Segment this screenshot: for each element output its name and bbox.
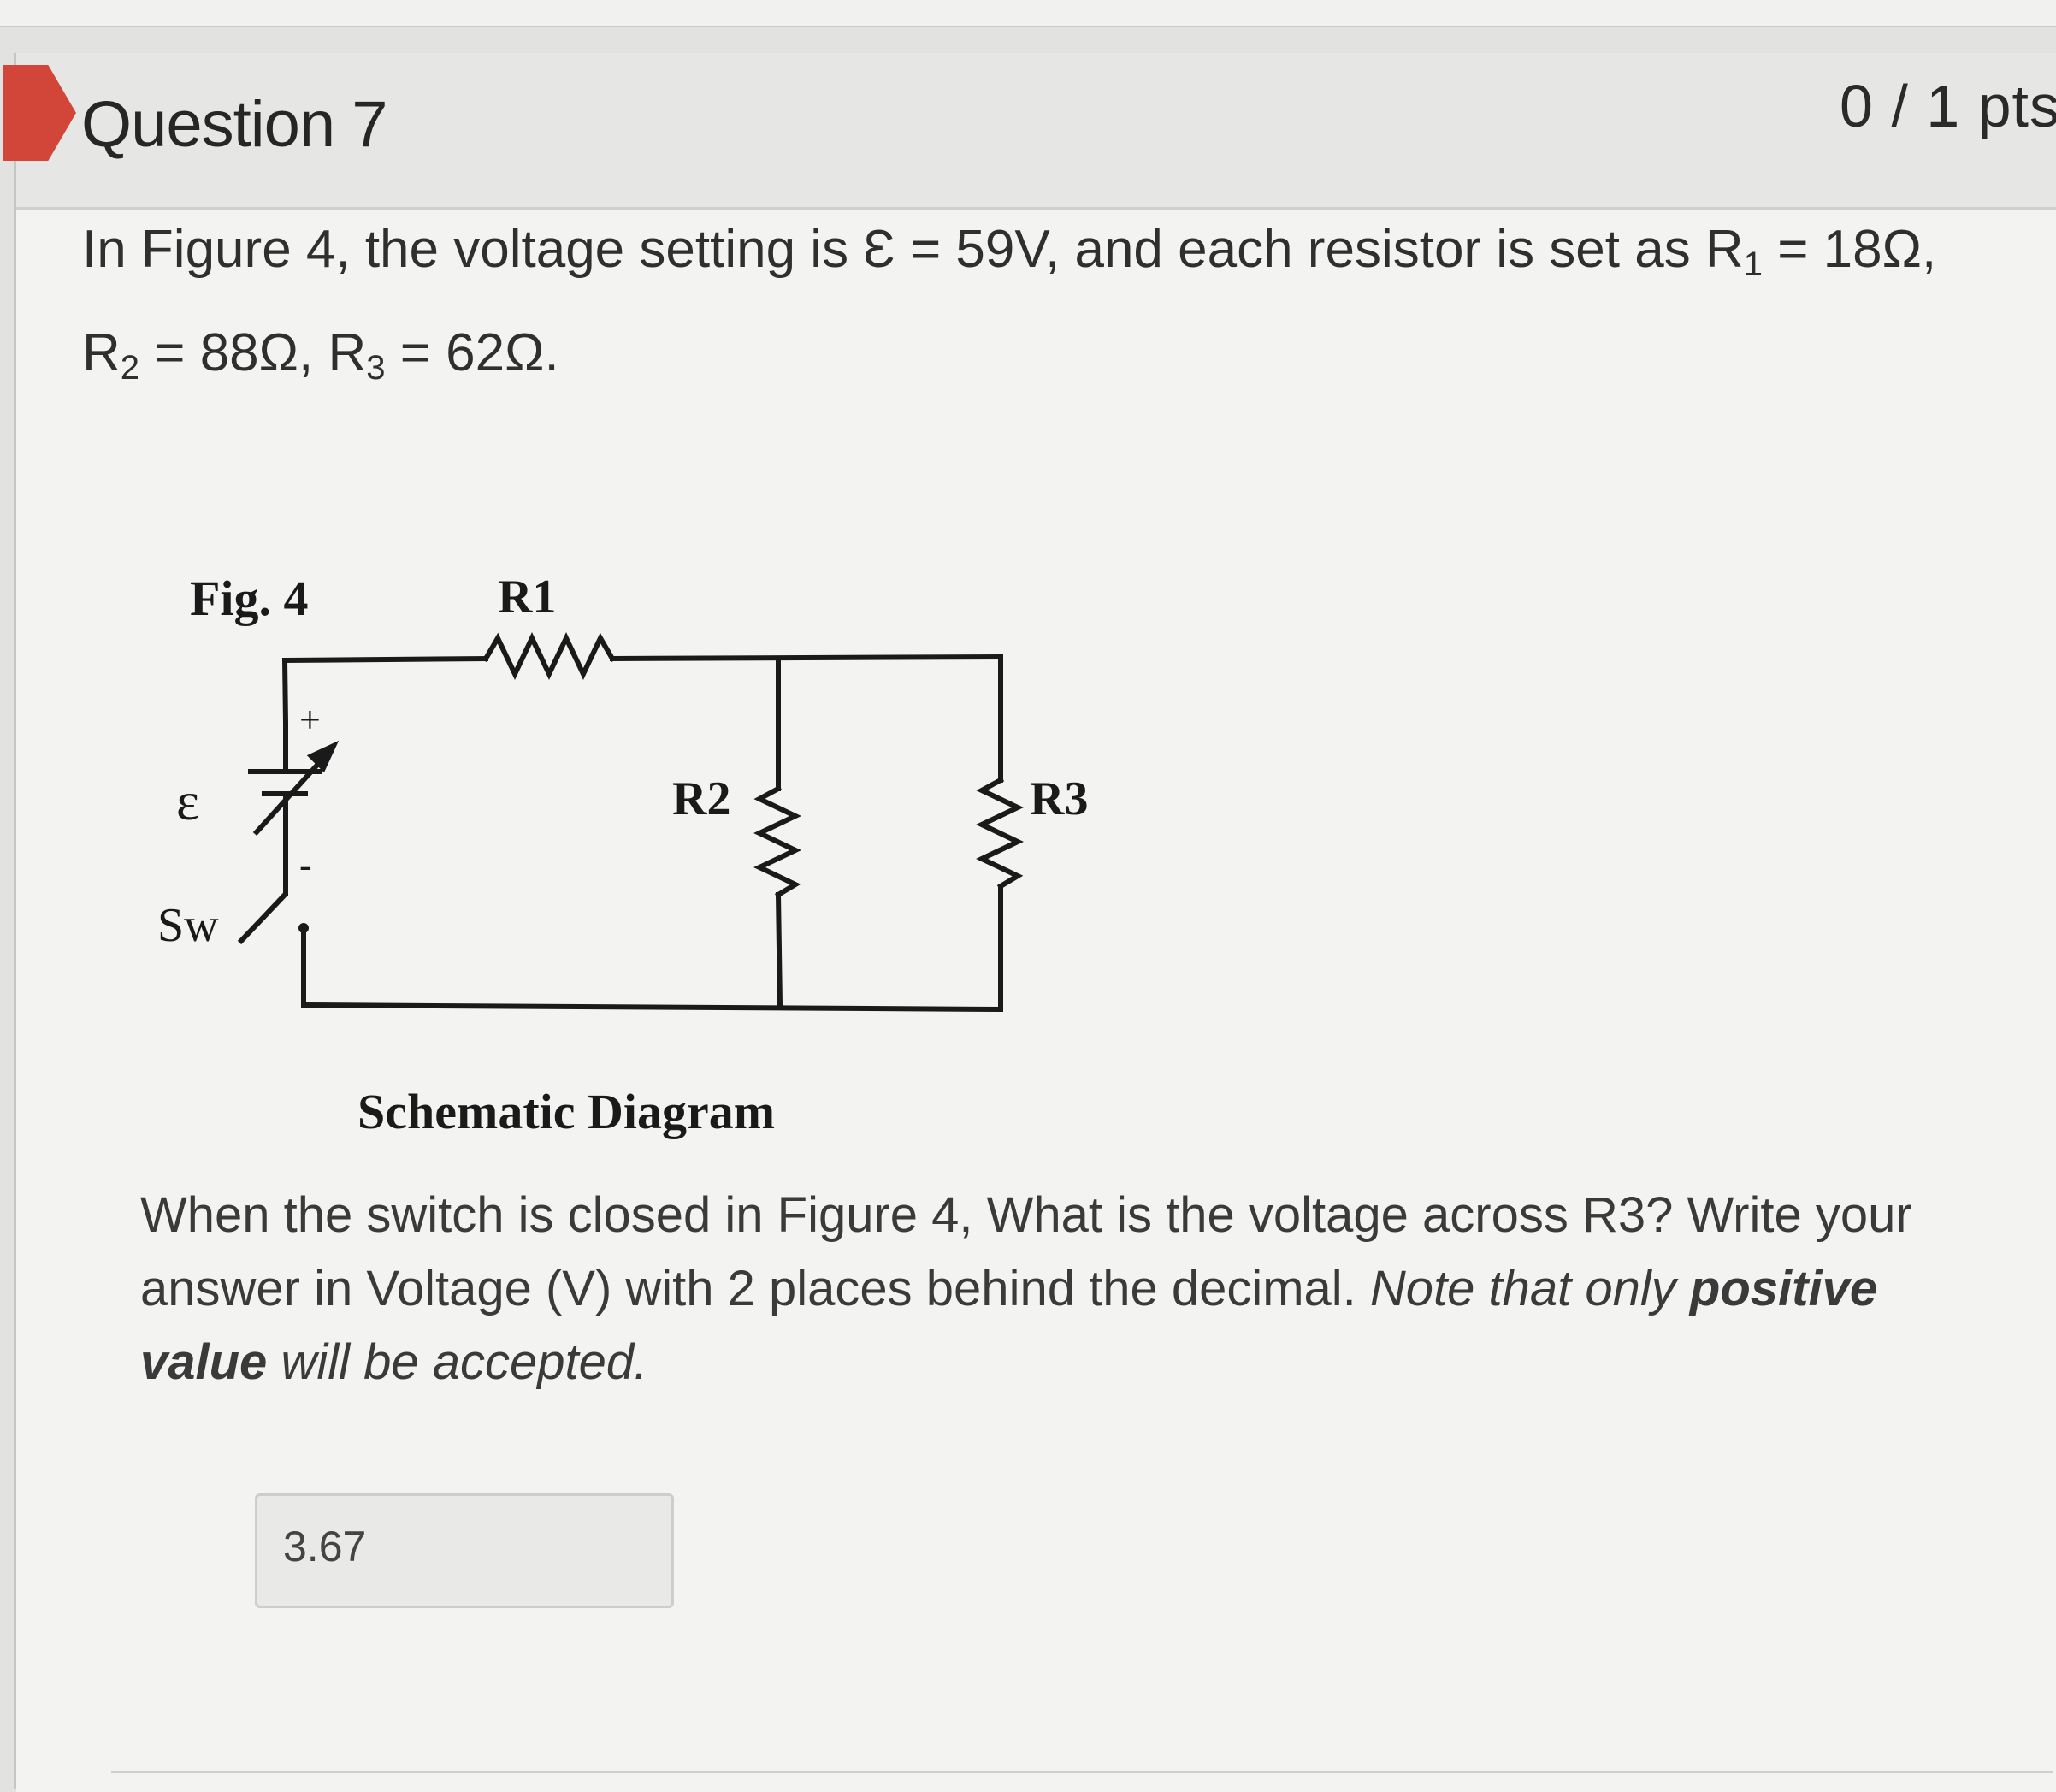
problem-line2-end: = 62Ω. (385, 323, 559, 382)
r2-label: R2 (672, 772, 731, 825)
variable-arrow-head (306, 740, 340, 773)
figure-caption: Schematic Diagram (357, 1084, 776, 1139)
question-text: In Figure 4, the voltage setting is Ɛ = … (82, 205, 1998, 412)
answer-input[interactable]: 3.67 (255, 1493, 674, 1608)
wire-top-left (281, 655, 489, 664)
wire-top-right (609, 654, 1004, 662)
r1-label: R1 (498, 571, 557, 624)
question-header: Question 7 0 / 1 pts (3, 53, 2056, 210)
wire-left-upper (281, 657, 289, 726)
incorrect-flag-icon (3, 65, 76, 161)
resistor-r2-icon (753, 784, 801, 899)
r2-subscript: 2 (120, 349, 140, 387)
card-bottom-border (111, 1771, 2053, 1773)
problem-line2-r2: R (82, 323, 121, 382)
switch-label: Sw (157, 899, 219, 952)
resistor-r3-icon (976, 776, 1024, 890)
emf-label: ε (176, 771, 199, 831)
prompt-bold: positive value (140, 1261, 1878, 1390)
switch-blade (237, 891, 288, 945)
r3-subscript: 3 (366, 349, 386, 387)
r1-subscript: 1 (1743, 245, 1763, 283)
circuit-figure: Fig. 4 R1 R2 R3 ε Sw + - Schematic Diagr… (128, 547, 1155, 1146)
figure-label: Fig. 4 (190, 571, 309, 626)
question-prompt: When the switch is closed in Figure 4, W… (140, 1179, 2005, 1399)
variable-arrow-shaft (252, 752, 329, 837)
problem-line2-mid: = 88Ω, R (139, 323, 367, 382)
wire-r2-lower (775, 891, 783, 1008)
prompt-plain: When the switch is closed in Figure 4, W… (140, 1187, 1912, 1316)
page-top-strip (0, 0, 2056, 27)
answer-value: 3.67 (283, 1523, 367, 1570)
problem-line1-end: = 18Ω, (1762, 220, 1937, 279)
problem-line1-start: In Figure 4, the voltage setting is Ɛ = … (82, 220, 1744, 279)
circuit-schematic (237, 632, 1024, 1013)
switch-contact (298, 923, 309, 933)
plus-sign: + (299, 699, 321, 741)
prompt-italic-2: will be accepted. (267, 1334, 648, 1390)
minus-sign: - (299, 844, 312, 886)
question-title: Question 7 (81, 88, 388, 161)
r3-label: R3 (1030, 772, 1089, 825)
wire-bottom (300, 1002, 1004, 1013)
prompt-italic-1: Note that only (1369, 1261, 1690, 1316)
question-points: 0 / 1 pts (1839, 73, 2056, 139)
resistor-r1-icon (482, 632, 617, 680)
